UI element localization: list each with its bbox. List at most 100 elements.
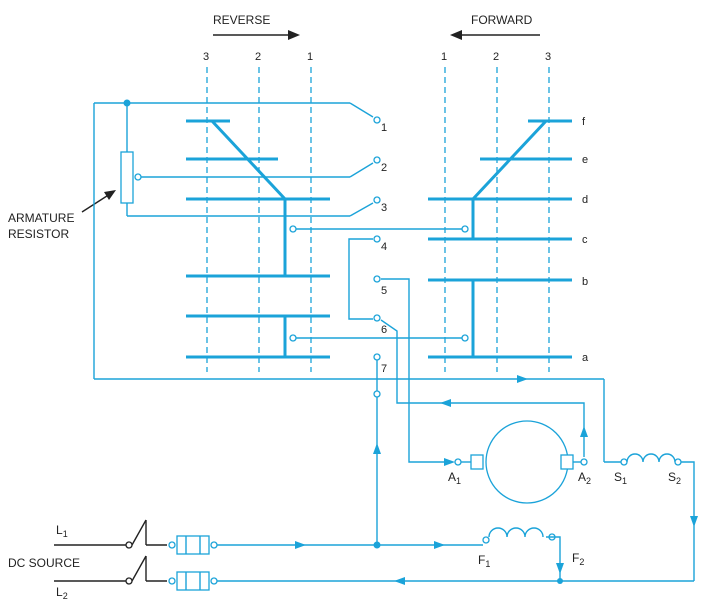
- dc-source: [54, 519, 694, 591]
- row-f: f: [582, 116, 586, 128]
- switch-blade-1: [131, 519, 147, 546]
- finger-6: [373, 314, 381, 322]
- wire-f2-down: [546, 536, 561, 581]
- reverse-col-1: 1: [307, 51, 313, 63]
- shunt-coil-icon: [488, 527, 544, 538]
- wire-to-3: [349, 202, 374, 217]
- f1-label: F1: [478, 553, 490, 569]
- arrow-return: [440, 399, 451, 407]
- reverse-label: REVERSE: [213, 13, 270, 27]
- switch-blade-2: [131, 555, 147, 582]
- arrow-to-a1: [444, 458, 455, 466]
- resistor-body: [120, 151, 134, 204]
- l2-terminal: [125, 577, 133, 585]
- fuse1-out: [210, 541, 218, 549]
- junction-bus: [373, 541, 381, 549]
- finger-5: [373, 275, 381, 283]
- resistor-label-2: RESISTOR: [8, 227, 69, 241]
- wire-4-to-6: [348, 238, 373, 320]
- contact-fingers: [373, 116, 381, 361]
- finger-7-lower: [373, 390, 381, 398]
- res-tap: [134, 173, 142, 181]
- junction-top: [123, 99, 131, 107]
- row-c: c: [582, 234, 588, 246]
- fuse-2-icon: [176, 571, 210, 591]
- finger-label-2: 2: [381, 162, 387, 174]
- finger-1: [373, 116, 381, 124]
- rev-tap-lower: [289, 334, 297, 342]
- row-d: d: [582, 194, 588, 206]
- forward-col-2: 2: [493, 51, 499, 63]
- armature-resistor: [94, 99, 374, 217]
- arrow-to-f1: [434, 541, 445, 549]
- wire-to-1: [349, 102, 374, 118]
- a1-label: A1: [448, 470, 461, 486]
- fuse-1-icon: [176, 535, 210, 555]
- finger-label-6: 6: [381, 324, 387, 336]
- fwd-tap-upper: [461, 225, 469, 233]
- armature-icon: [485, 420, 569, 504]
- forward-col-1: 1: [441, 51, 447, 63]
- arrow-return-l2: [394, 577, 405, 585]
- f2-label: F2: [572, 551, 584, 567]
- step-lines: [206, 67, 550, 372]
- l2-label: L2: [56, 585, 68, 601]
- resistor-pointer-head: [104, 190, 116, 200]
- wire-6-to-a2: [380, 319, 585, 457]
- fuse2-out: [210, 577, 218, 585]
- cross-wires: [289, 225, 588, 466]
- arrow-up-a2: [580, 426, 588, 437]
- forward-col-3: 3: [545, 51, 551, 63]
- reverse-arrow-head: [288, 30, 300, 40]
- reverse-col-2: 2: [255, 51, 261, 63]
- rev-diagonal: [210, 119, 287, 201]
- shunt-field: [377, 527, 564, 584]
- s2-label: S2: [668, 470, 681, 486]
- finger-4: [373, 235, 381, 243]
- row-a: a: [582, 352, 589, 364]
- resistor-label-1: ARMATURE: [8, 211, 74, 225]
- series-field: [604, 453, 698, 581]
- row-e: e: [582, 154, 588, 166]
- reverse-drum: [186, 119, 330, 359]
- row-b: b: [582, 276, 588, 288]
- a1-terminal: [454, 458, 462, 466]
- brush-left: [470, 454, 484, 470]
- finger-label-7: 7: [381, 363, 387, 375]
- brush-right: [560, 454, 574, 470]
- forward-arrow-head: [450, 30, 462, 40]
- s2-terminal: [674, 458, 682, 466]
- fwd-diagonal: [471, 119, 548, 201]
- arrow-down-f2: [556, 563, 564, 574]
- finger-label-4: 4: [381, 241, 387, 253]
- rev-tap-upper: [289, 225, 297, 233]
- finger-7: [373, 353, 381, 361]
- l1-terminal: [125, 541, 133, 549]
- wire-5-to-a1: [381, 278, 448, 463]
- f1-terminal: [482, 536, 490, 544]
- finger-label-3: 3: [381, 202, 387, 214]
- forward-drum: [428, 119, 572, 359]
- fuse1-in: [168, 541, 176, 549]
- reverse-col-3: 3: [203, 51, 209, 63]
- wire-s2-down: [681, 461, 695, 581]
- resistor-pointer-line: [81, 193, 111, 213]
- series-coil-icon: [626, 453, 676, 463]
- arrow-up-7: [373, 443, 381, 454]
- s1-terminal: [620, 458, 628, 466]
- arrow-l1: [295, 541, 306, 549]
- wire-to-2: [349, 162, 374, 178]
- fwd-tap-lower: [461, 334, 469, 342]
- a2-label: A2: [578, 470, 591, 486]
- forward-label: FORWARD: [471, 13, 533, 27]
- finger-2: [373, 156, 381, 164]
- motor: [454, 420, 588, 504]
- a2-terminal: [580, 458, 588, 466]
- arrow-down-s2: [690, 516, 698, 527]
- finger-3: [373, 196, 381, 204]
- l1-label: L1: [56, 523, 68, 539]
- loop-arrow: [517, 375, 528, 383]
- finger-label-5: 5: [381, 285, 387, 297]
- dc-source-label: DC SOURCE: [8, 556, 80, 570]
